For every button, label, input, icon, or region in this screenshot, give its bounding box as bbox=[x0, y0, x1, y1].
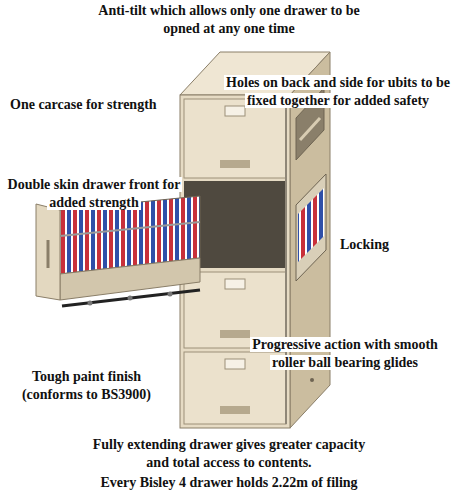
drawer-front bbox=[184, 99, 286, 178]
double-skin-drawer-front bbox=[36, 204, 60, 300]
callout-text: Progressive action with smooth roller ba… bbox=[250, 337, 440, 370]
callout-text: Locking bbox=[338, 237, 391, 252]
anti-tilt-rod bbox=[300, 118, 320, 140]
drawer-handle bbox=[220, 330, 250, 338]
callout-label: Anti-tilt which allows only one drawer t… bbox=[89, 2, 369, 38]
locking-bar bbox=[285, 100, 287, 424]
callout-text: Anti-tilt which allows only one drawer t… bbox=[96, 3, 361, 36]
callout-text: Fully extending drawer gives greater cap… bbox=[91, 437, 368, 470]
file-rail bbox=[60, 222, 200, 236]
callout-label: Fully extending drawer gives greater cap… bbox=[84, 436, 374, 472]
cabinet-side bbox=[290, 52, 330, 428]
filing-pockets bbox=[298, 188, 324, 262]
callout-label: Tough paint finish (conforms to BS3900) bbox=[4, 368, 169, 404]
roller-glide bbox=[62, 290, 200, 306]
fixing-hole bbox=[310, 378, 314, 382]
drawer-handle bbox=[47, 240, 50, 268]
ball-bearing bbox=[128, 296, 133, 301]
side-cutaway bbox=[296, 174, 326, 281]
callout-label: Locking bbox=[338, 236, 448, 254]
callout-text: Tough paint finish (conforms to BS3900) bbox=[20, 369, 153, 402]
callout-label: One carcase for strength bbox=[8, 96, 184, 114]
callout-label: Every Bisley 4 drawer holds 2.22m of fil… bbox=[0, 474, 458, 492]
label-holder bbox=[225, 279, 245, 289]
callout-label: Double skin drawer front for added stren… bbox=[4, 176, 184, 212]
label-holder bbox=[225, 106, 245, 116]
callout-text: Double skin drawer front for added stren… bbox=[6, 177, 183, 210]
ball-bearing bbox=[168, 292, 173, 297]
callout-label: Progressive action with smooth roller ba… bbox=[234, 336, 456, 372]
ball-bearing bbox=[88, 301, 93, 306]
callout-text: One carcase for strength bbox=[8, 97, 159, 112]
label-holder bbox=[225, 359, 245, 369]
callout-text: Every Bisley 4 drawer holds 2.22m of fil… bbox=[98, 475, 359, 490]
drawer-handle bbox=[220, 406, 250, 414]
callout-label: Holes on back and side for ubits to be f… bbox=[220, 74, 456, 110]
callout-text: Holes on back and side for ubits to be f… bbox=[224, 75, 452, 108]
drawer-handle bbox=[220, 160, 250, 168]
